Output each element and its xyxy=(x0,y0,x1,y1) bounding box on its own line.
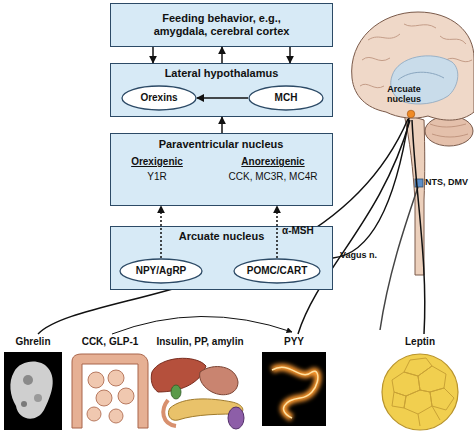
oval-shape xyxy=(234,259,320,283)
oval-shape xyxy=(249,86,323,110)
arrow-connector xyxy=(289,47,291,63)
adipose-illustration xyxy=(382,354,458,430)
arcuate-spot xyxy=(407,110,415,118)
region-box: Paraventricular nucleusOrexigenicY1R Anor… xyxy=(110,133,333,206)
nucleus-name: MCH xyxy=(275,92,298,104)
hormone-label: PYY xyxy=(264,336,324,348)
ghrelin-spot xyxy=(23,375,33,385)
structure-label: NTS, DMV xyxy=(425,177,474,187)
hormone-label: CCK, GLP-1 xyxy=(62,336,158,348)
small-intestine xyxy=(88,372,104,388)
large-intestine xyxy=(72,354,148,428)
signal-line xyxy=(412,120,425,334)
cerebellum-folds xyxy=(430,124,468,137)
oval-shape xyxy=(122,86,196,110)
receptor-list: Y1R xyxy=(117,171,197,183)
intestine-illustration xyxy=(72,354,148,428)
ghrelin-cell xyxy=(10,362,52,419)
region-title: Arcuate nucleus xyxy=(179,230,265,243)
duodenum xyxy=(163,400,176,426)
small-intestine xyxy=(87,407,101,421)
arrow-connector xyxy=(221,117,223,133)
edge-label: α-MSH xyxy=(282,225,314,236)
corpus-callosum xyxy=(398,72,444,80)
nucleus-oval: NPY/AgRP xyxy=(119,258,203,284)
nucleus-name: Orexins xyxy=(140,92,177,104)
nerve-label: Vagus n. xyxy=(340,250,384,260)
pyy-glow xyxy=(272,367,318,418)
group-heading: Anorexigenic xyxy=(215,156,331,168)
ghrelin-image xyxy=(4,352,62,430)
region-box: Lateral hypothalamusOrexins MCH xyxy=(110,63,333,117)
pancreas-illustration xyxy=(151,358,244,429)
image-frame xyxy=(4,352,62,430)
arrow-connector xyxy=(152,47,154,63)
small-intestine xyxy=(109,409,123,423)
pyy-image xyxy=(262,352,326,426)
fat-cells xyxy=(392,358,454,426)
small-intestine xyxy=(96,390,112,406)
small-intestine xyxy=(118,388,134,404)
region-title: Lateral hypothalamus xyxy=(165,67,279,80)
nucleus-oval: MCH xyxy=(248,85,324,111)
ghrelin-spot xyxy=(34,394,42,402)
cerebrum xyxy=(352,12,474,120)
region-title: Paraventricular nucleus xyxy=(111,138,331,151)
brainstem xyxy=(404,114,425,275)
signal-line xyxy=(38,119,408,334)
ghrelin-spot xyxy=(21,401,27,407)
arrow-connector xyxy=(221,47,223,63)
hormone-label: Leptin xyxy=(390,336,450,348)
nucleus-oval: POMC/CART xyxy=(233,258,321,284)
hormone-label: Ghrelin xyxy=(0,336,66,348)
oval-shape xyxy=(120,259,202,283)
nucleus-name: POMC/CART xyxy=(247,265,308,277)
hormone-label: Insulin, PP, amylin xyxy=(148,336,252,348)
nucleus-oval: Orexins xyxy=(121,85,197,111)
adipose-tissue xyxy=(382,354,458,430)
region-box: Feeding behavior, e.g., amygdala, cerebr… xyxy=(110,3,333,47)
region-title: Feeding behavior, e.g., amygdala, cerebr… xyxy=(147,12,297,37)
image-frame xyxy=(262,352,326,426)
small-intestine xyxy=(108,370,124,386)
stomach xyxy=(200,367,238,395)
structure-label: Arcuate nucleus xyxy=(380,84,428,105)
pyy-core xyxy=(272,367,318,418)
nucleus-name: NPY/AgRP xyxy=(136,265,187,277)
gallbladder xyxy=(171,385,181,399)
receptor-list: CCK, MC3R, MC4R xyxy=(215,171,331,183)
thin-arrow xyxy=(112,316,292,334)
kidney xyxy=(228,407,244,429)
group-heading: Orexigenic xyxy=(117,156,197,168)
